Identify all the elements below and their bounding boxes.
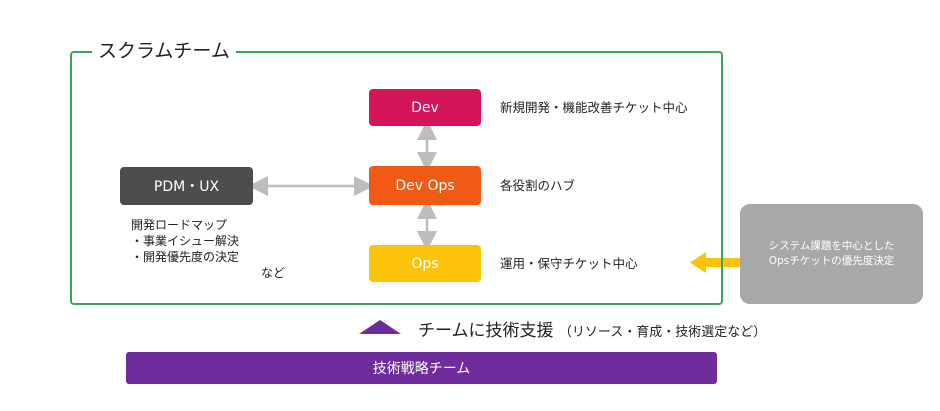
dev-node: Dev [369,89,481,126]
ops-node: Ops [369,245,481,282]
pdm-item: ・開発優先度の決定 [131,250,240,264]
support-triangle-icon [359,320,401,334]
system-priority-line: Opsチケットの優先度決定 [768,255,895,267]
tech-support-main: チームに技術支援 [418,321,554,341]
pdm-item: 開発ロードマップ [131,218,228,232]
pdm-ux-node: PDM・UX [120,167,253,205]
pdm-ux-label: PDM・UX [153,179,220,195]
ops-label: Ops [411,255,439,272]
pdm-item: ・事業イシュー解決 [131,234,240,248]
system-to-ops-arrow [690,252,742,273]
devops-description: 各役割のハブ [500,178,576,193]
devops-node: Dev Ops [369,166,481,205]
dev-description: 新規開発・機能改善チケット中心 [500,100,688,115]
ops-description: 運用・保守チケット中心 [500,256,638,271]
tech-strategy-team-bar: 技術戦略チーム [126,352,717,384]
pdm-item: など [261,266,286,280]
system-priority-box: システム課題を中心とした Opsチケットの優先度決定 [740,204,923,304]
scrum-team-title: スクラムチーム [92,38,236,64]
system-priority-line: システム課題を中心とした [768,240,895,252]
pdm-responsibilities: 開発ロードマップ ・事業イシュー解決 ・開発優先度の決定 など [131,217,285,281]
tech-strategy-team-label: 技術戦略チーム [372,361,471,377]
scrum-team-frame [70,51,723,305]
tech-support-sub: （リソース・育成・技術選定など） [558,325,767,340]
devops-label: Dev Ops [395,177,455,194]
tech-support-label: チームに技術支援 （リソース・育成・技術選定など） [418,316,766,341]
dev-label: Dev [411,99,439,116]
